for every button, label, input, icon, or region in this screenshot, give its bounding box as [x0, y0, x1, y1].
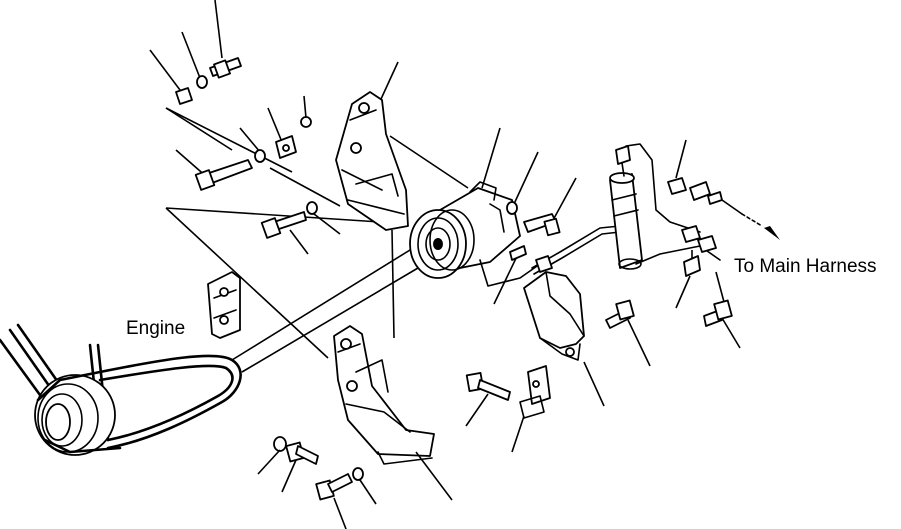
engine-pulley-assembly	[0, 323, 122, 456]
belt-alignment-lines	[231, 249, 419, 373]
upper-bolt-group	[149, 0, 293, 173]
lower-compressor-bracket	[333, 325, 453, 501]
right-lower-bolt	[703, 299, 741, 349]
small-clip	[267, 95, 341, 207]
receiver-drier	[609, 143, 721, 270]
belt-guard-cover	[523, 271, 585, 361]
engine-side-bracket	[207, 271, 241, 339]
to-main-harness-label: To Main Harness	[734, 256, 877, 277]
mid-left-bolt-group	[165, 127, 381, 359]
refrigerant-line	[531, 225, 621, 275]
small-lower-bracket	[511, 365, 551, 453]
bottom-bolts	[257, 436, 377, 529]
engine-label: Engine	[126, 318, 185, 339]
ac-compressor	[409, 127, 541, 287]
compressor-bolts	[493, 151, 577, 305]
cover-bolt	[583, 299, 651, 407]
drive-belt	[98, 354, 242, 450]
mid-bolt	[260, 201, 341, 255]
harness-clip	[675, 250, 725, 309]
upper-compressor-bracket	[335, 61, 469, 339]
lower-center-bolt	[465, 372, 511, 427]
hose-fittings	[667, 139, 780, 253]
